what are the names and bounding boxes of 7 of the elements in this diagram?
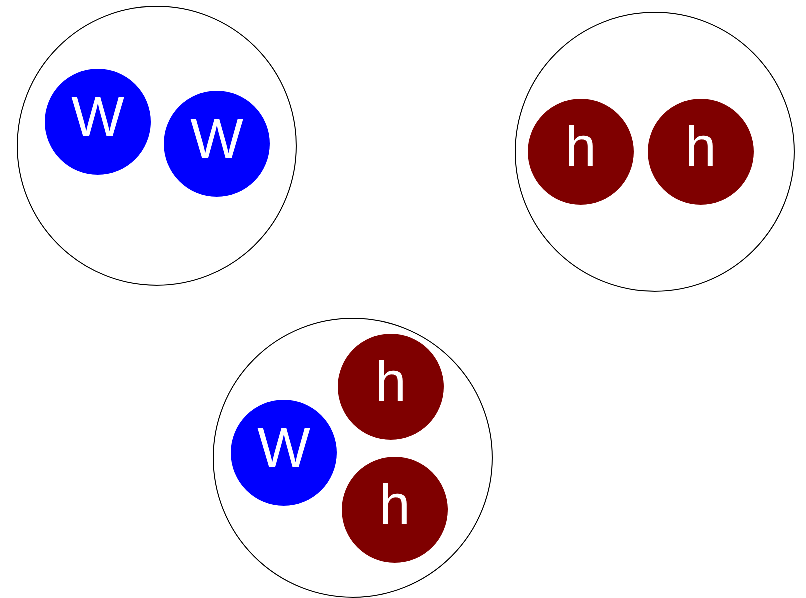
particle-symbol: W xyxy=(190,111,244,167)
particle-symbol: h xyxy=(685,119,717,175)
particle-symbol: h xyxy=(375,354,407,410)
particle-symbol: h xyxy=(379,477,411,533)
particle-symbol: h xyxy=(565,119,597,175)
particle-symbol: W xyxy=(258,420,310,476)
particle-symbol: W xyxy=(72,89,124,145)
